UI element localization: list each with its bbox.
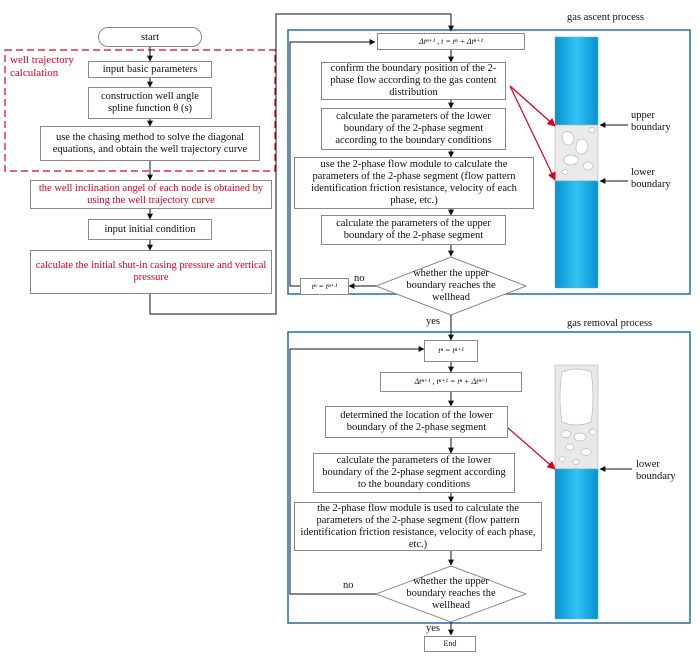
ascent-pipe-illustration (554, 36, 599, 289)
removal-lower-boundary-box: calculate the parameters of the lower bo… (313, 453, 515, 493)
removal-panel-frame (287, 331, 691, 624)
input-basic-parameters-label: input basic parameters (102, 63, 198, 75)
removal-title: gas removal process (567, 318, 653, 329)
yes-label-1: yes (426, 316, 440, 327)
ascent-title: gas ascent process (567, 12, 644, 23)
removal-module-box: the 2-phase flow module is used to calcu… (294, 502, 542, 551)
start-terminal: start (98, 27, 202, 47)
yes-label-2: yes (426, 623, 440, 634)
confirm-boundary-label: confirm the boundary position of the 2-p… (330, 63, 497, 98)
removal-module-label: the 2-phase flow module is used to calcu… (300, 502, 536, 550)
shut-in-pressure-label: calculate the initial shut-in casing pre… (35, 260, 267, 283)
inclination-angle-box: the well inclination angel of each node … (30, 180, 272, 209)
trajectory-group-label: well trajectory calculation (10, 54, 74, 79)
trajectory-group-frame (4, 49, 276, 172)
end-label: End (443, 639, 457, 648)
ascent-time-step-box: Δtⁿ⁺¹ , t = tⁿ + Δtⁿ⁺¹ (377, 33, 525, 50)
removal-time-step-label: Δtⁿ⁺¹ , tⁿ⁺¹ = tⁿ + Δtⁿ⁺¹ (414, 377, 488, 386)
inclination-angle-label: the well inclination angel of each node … (38, 182, 264, 206)
chasing-method-label: use the chasing method to solve the diag… (52, 131, 248, 155)
ascent-no-label: no (354, 273, 365, 284)
shut-in-pressure-box: calculate the initial shut-in casing pre… (30, 250, 272, 294)
confirm-boundary-box: confirm the boundary position of the 2-p… (321, 62, 506, 100)
spline-function-box: construction well angle spline function … (88, 87, 212, 119)
start-label: start (140, 31, 160, 43)
input-initial-condition-label: input initial condition (104, 223, 196, 235)
removal-no-label: no (343, 580, 354, 591)
removal-decision-text: whether the upper boundary reaches the w… (392, 574, 510, 614)
end-terminal: End (424, 636, 476, 652)
removal-decision-label: whether the upper boundary reaches the w… (406, 576, 496, 611)
ascent-lower-boundary-box: calculate the parameters of the lower bo… (321, 108, 506, 150)
removal-time-step-box: Δtⁿ⁺¹ , tⁿ⁺¹ = tⁿ + Δtⁿ⁺¹ (380, 372, 522, 392)
upper-boundary-calc-box: calculate the parameters of the upper bo… (321, 215, 506, 245)
ascent-lower-boundary-label: calculate the parameters of the lower bo… (335, 111, 492, 146)
chasing-method-box: use the chasing method to solve the diag… (40, 126, 260, 161)
ascent-time-step-label: Δtⁿ⁺¹ , t = tⁿ + Δtⁿ⁺¹ (419, 36, 483, 46)
input-basic-parameters-box: input basic parameters (88, 61, 212, 78)
spline-function-label: construction well angle spline function … (101, 91, 199, 114)
removal-time-update-box: tⁿ = tⁿ⁺¹ (424, 340, 478, 362)
ascent-lower-boundary-marker-label: lower boundary (631, 167, 671, 190)
removal-lower-boundary-marker-label: lower boundary (636, 459, 676, 482)
locate-lower-boundary-label: determined the location of the lower bou… (340, 410, 493, 433)
ascent-decision-text: whether the upper boundary reaches the w… (392, 265, 510, 307)
ascent-decision-label: whether the upper boundary reaches the w… (406, 268, 496, 303)
ascent-time-update-label: tⁿ = tⁿ⁺¹ (311, 281, 338, 291)
locate-lower-boundary-box: determined the location of the lower bou… (325, 406, 508, 438)
removal-pipe-illustration (554, 364, 599, 620)
removal-time-update-label: tⁿ = tⁿ⁺¹ (438, 346, 464, 355)
ascent-module-box: use the 2-phase flow module to calculate… (294, 157, 534, 209)
input-initial-condition-box: input initial condition (88, 219, 212, 240)
ascent-module-label: use the 2-phase flow module to calculate… (311, 159, 517, 206)
upper-boundary-calc-label: calculate the parameters of the upper bo… (336, 218, 491, 241)
upper-boundary-label: upper boundary (631, 110, 671, 133)
removal-lower-boundary-label: calculate the parameters of the lower bo… (322, 455, 506, 490)
ascent-time-update-box: tⁿ = tⁿ⁺¹ (300, 278, 349, 295)
